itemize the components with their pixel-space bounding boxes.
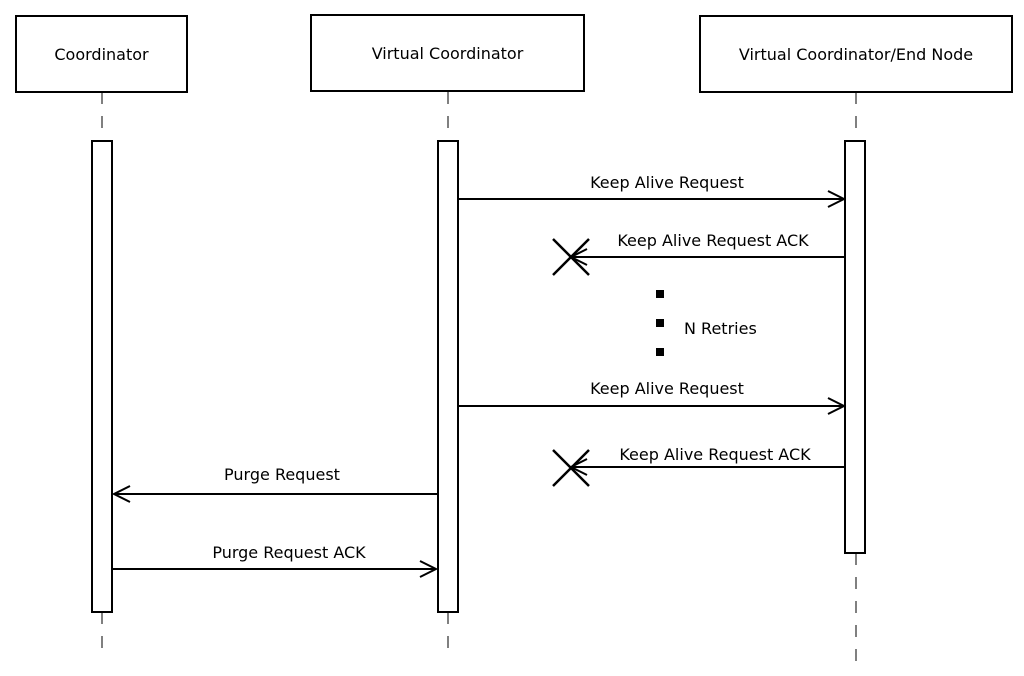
participant-coordinator: Coordinator	[15, 15, 188, 93]
participant-label: Coordinator	[54, 45, 149, 64]
participant-label: Virtual Coordinator	[372, 44, 524, 63]
message-label: Keep Alive Request ACK	[619, 445, 811, 464]
message-label: Purge Request ACK	[212, 543, 366, 562]
message-label: Keep Alive Request	[590, 379, 744, 398]
message-purge-request-ack: Purge Request ACK	[112, 543, 439, 578]
message-keep-alive-request-1: Keep Alive Request	[458, 173, 847, 208]
message-keep-alive-request-2: Keep Alive Request	[458, 379, 847, 415]
activation-bar-end-node	[844, 140, 866, 554]
activation-bar-virtual-coordinator	[437, 140, 459, 613]
retries-note: N Retries	[684, 319, 757, 338]
message-purge-request: Purge Request	[111, 465, 438, 503]
participant-virtual-coordinator: Virtual Coordinator	[310, 14, 585, 92]
ellipsis-dot	[656, 319, 664, 327]
ellipsis-dot	[656, 290, 664, 298]
message-label: Keep Alive Request ACK	[617, 231, 809, 250]
message-keep-alive-ack-2: Keep Alive Request ACK	[552, 445, 845, 487]
participant-end-node: Virtual Coordinator/End Node	[699, 15, 1013, 93]
retries-indicator: N Retries	[656, 290, 757, 356]
message-keep-alive-ack-1: Keep Alive Request ACK	[552, 231, 845, 276]
activation-bar-coordinator	[91, 140, 113, 613]
ellipsis-dot	[656, 348, 664, 356]
message-label: Keep Alive Request	[590, 173, 744, 192]
message-label: Purge Request	[224, 465, 340, 484]
participant-label: Virtual Coordinator/End Node	[739, 45, 973, 64]
